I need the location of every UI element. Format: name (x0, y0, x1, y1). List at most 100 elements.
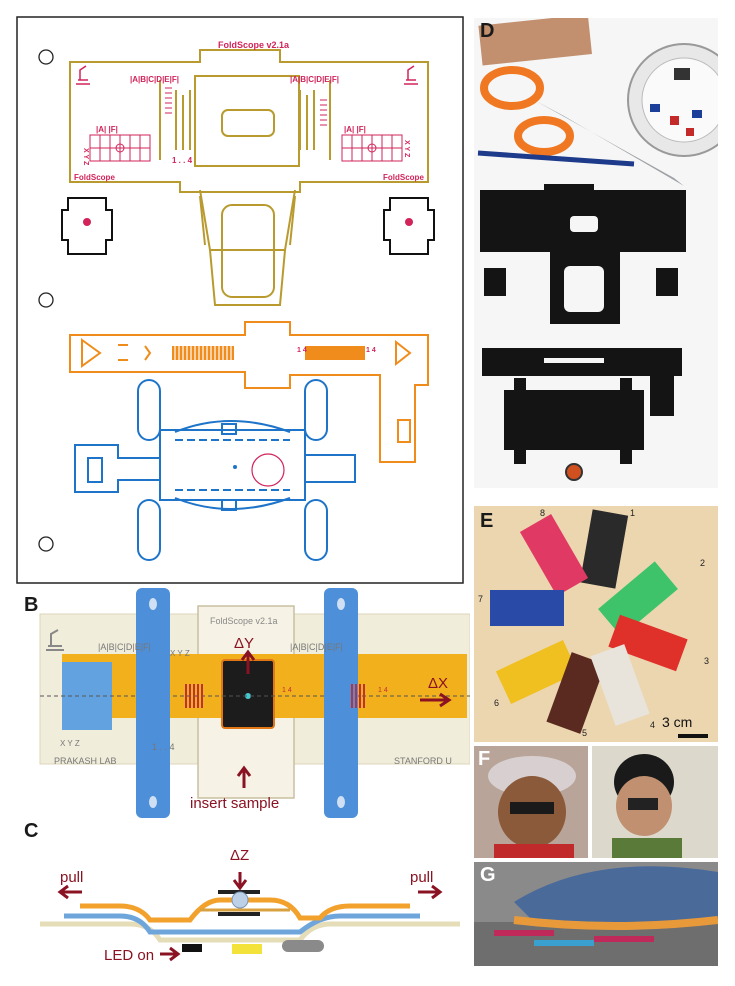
pink-grid-left (89, 134, 151, 162)
delta-z-label: ΔZ (230, 847, 249, 864)
panel-d-illustration (477, 18, 718, 481)
delta-z-arrow (232, 872, 248, 891)
panel-b-microscope-icon (46, 629, 64, 651)
foldscope-held (628, 798, 658, 810)
blue-base-piece (74, 379, 356, 561)
panel-g-letter: G (480, 864, 496, 886)
panel-c-letter: C (24, 820, 39, 842)
foldscope-number-2: 2 (700, 558, 706, 568)
coin-cell (282, 940, 324, 952)
pull-left-label: pull (60, 869, 83, 886)
scale-right: |A|B|C|D|E|F| (290, 75, 339, 84)
insert-arrow (236, 765, 252, 788)
panel-b-letter: B (24, 594, 39, 616)
foldscope-number-6: 6 (494, 698, 500, 708)
range-label: 1 . . 4 (172, 156, 193, 165)
registration-hole (38, 49, 54, 65)
panel-b-assembled-diagram: FoldScope v2.1a |A|B|C|D|E|F| |A|B|C|D|E… (39, 588, 470, 818)
led-module (182, 944, 202, 952)
panel-e-photo: E 8 1 2 3 4 5 6 7 3 cm (474, 506, 718, 742)
panel-b-scale-right: |A|B|C|D|E|F| (290, 642, 343, 652)
pull-right-label: pull (410, 869, 433, 886)
lens-ball (231, 891, 249, 909)
orange-num-right: 1 4 (366, 347, 376, 354)
footer-right: STANFORD U (394, 756, 452, 766)
scale-label: 3 cm (662, 714, 693, 730)
orange-fill-bar (305, 346, 365, 360)
tape-strip (478, 18, 592, 66)
panel-f-letter: F (478, 748, 491, 770)
blue-clip-left (136, 588, 170, 818)
lens-dot (245, 693, 251, 699)
pull-left-arrow (57, 884, 82, 900)
pull-right-arrow (418, 884, 443, 900)
brand-right: FoldScope (383, 173, 424, 182)
footer-left: PRAKASH LAB (54, 756, 117, 766)
panel-f-photo-left: F (474, 746, 588, 858)
petri-inner (641, 57, 718, 143)
shoe-sole (513, 916, 718, 930)
led-disc (565, 463, 583, 481)
blue-clip-right (324, 588, 358, 818)
lens-holder-bottom (218, 912, 260, 916)
red-ticks (185, 684, 365, 708)
colored-foldscopes (490, 509, 688, 734)
panel-b-title: FoldScope v2.1a (210, 616, 278, 626)
led-ring-outline (251, 453, 285, 487)
foldscope-number-1: 1 (630, 508, 636, 518)
pink-ladder-left (165, 87, 172, 114)
panel-b-axes-left: X Y Z (60, 739, 80, 748)
foldscope-number-3: 3 (704, 656, 710, 666)
foldscope-number-8: 8 (540, 508, 546, 518)
delta-y-label: ΔY (234, 635, 254, 652)
insert-sample-label: insert sample (190, 795, 279, 812)
chip (674, 68, 690, 80)
grid-right-labels: |A| |F| (344, 125, 366, 134)
black-lens-piece-right (383, 197, 435, 255)
panel-b-range: 1 . . 4 (152, 742, 175, 752)
microscope-logo-right (404, 65, 418, 85)
panel-d-letter: D (480, 20, 495, 42)
template-title: FoldScope v2.1a (218, 40, 290, 50)
foldscope-number-7: 7 (478, 594, 484, 604)
num-1-4-b: 1 4 (378, 687, 388, 694)
xyz-right: X Y Z (403, 140, 410, 158)
cream-base-layer (40, 921, 460, 943)
foldscope-held (510, 802, 554, 814)
panel-b-axes-right: X Y Z (170, 649, 190, 658)
battery-yellow (232, 944, 262, 954)
foldscope-number-4: 4 (650, 720, 656, 730)
black-lens-piece-left (61, 197, 113, 255)
tweezers (477, 150, 635, 167)
microscope-logo-left (76, 65, 90, 85)
black-foldscope-pieces (480, 184, 686, 464)
panel-a-template-sheet: FoldScope v2.1a FoldScope FoldScope |A|B… (16, 16, 464, 584)
registration-hole (38, 292, 54, 308)
led-on-label: LED on (104, 947, 154, 964)
scale-left: |A|B|C|D|E|F| (130, 75, 179, 84)
delta-x-label: ΔX (428, 675, 448, 692)
blue-lens-mark (233, 465, 237, 469)
grid-left-labels: |A| |F| (96, 125, 118, 134)
panel-a-frame (16, 16, 464, 584)
panel-b-scale-left: |A|B|C|D|E|F| (98, 642, 151, 652)
panel-e-letter: E (480, 510, 494, 532)
scissors-icon (480, 66, 684, 186)
orange-num-left: 1 4 (297, 347, 307, 354)
gold-stage-piece (69, 49, 429, 306)
foldscope-number-5: 5 (582, 728, 588, 738)
brand-left: FoldScope (74, 173, 115, 182)
scale-bar (678, 734, 708, 738)
num-1-4-a: 1 4 (282, 687, 292, 694)
panel-c-cross-section: ΔZ pull pull LED on (40, 847, 460, 964)
xyz-left: X Y Z (82, 148, 89, 166)
panel-d-photo: D (474, 18, 718, 488)
led-arrow (160, 946, 181, 962)
delta-y-arrow (240, 649, 256, 674)
pink-grid-right (341, 134, 403, 162)
panel-f-photo-right (592, 746, 718, 858)
blue-layer (64, 913, 420, 935)
panel-g-photo: G (474, 862, 718, 966)
registration-hole (38, 536, 54, 552)
delta-x-arrow (420, 692, 452, 708)
